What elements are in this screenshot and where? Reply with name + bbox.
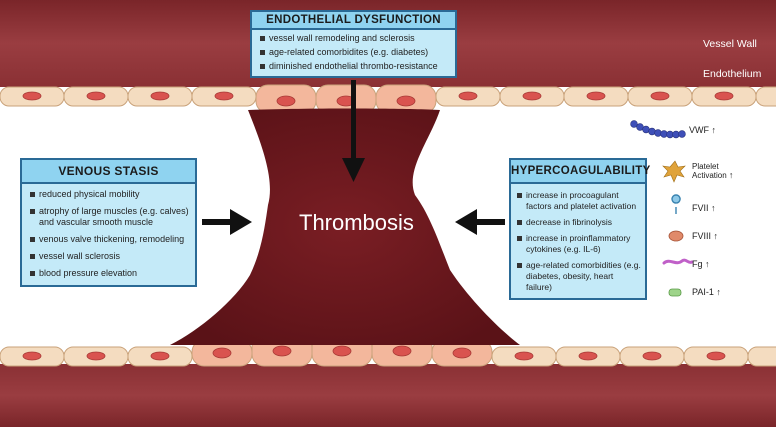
hypercoagulability-item: age-related comorbidities (e.g. diabetes… [517,260,641,293]
arrow-right [202,209,252,235]
fibrinogen-icon [662,258,694,265]
endothelium-label: Endothelium [703,68,762,80]
endothelium-top [0,84,776,114]
venous-stasis-title: VENOUS STASIS [22,160,195,184]
hypercoagulability-list: increase in procoagulant factors and pla… [511,184,645,297]
vwf-chain-icon [630,120,686,139]
venous-stasis-list: reduced physical mobility atrophy of lar… [22,184,195,289]
factor-fg: Fg ↑ [692,259,710,269]
platelet-icon [662,160,686,183]
thrombosis-label: Thrombosis [299,210,414,235]
venous-stasis-box: VENOUS STASIS reduced physical mobility … [20,158,197,287]
venous-stasis-item: blood pressure elevation [30,268,189,279]
venous-stasis-item: venous valve thickening, remodeling [30,234,189,245]
factor-vwf: VWF ↑ [689,125,717,135]
endothelial-dysfunction-box: ENDOTHELIAL DYSFUNCTION vessel wall remo… [250,10,457,78]
factor-fvii: FVII ↑ [692,203,716,213]
endothelial-dysfunction-title: ENDOTHELIAL DYSFUNCTION [252,12,455,30]
arrow-down [342,80,365,182]
endothelial-dysfunction-list: vessel wall remodeling and sclerosis age… [252,30,455,76]
vessel-wall-label: Vessel Wall [703,38,757,50]
hypercoagulability-title: HYPERCOAGULABILITY [511,160,650,184]
factor-platelet-activation: Platelet Activation ↑ [692,162,734,180]
thrombus [170,108,520,345]
factor-fviii: FVIII ↑ [692,231,719,241]
venous-stasis-item: reduced physical mobility [30,189,189,200]
arrow-left [455,209,505,235]
endothelial-item: diminished endothelial thrombo-resistanc… [260,61,449,72]
factor-pai1: PAI-1 ↑ [692,287,721,297]
hypercoagulability-item: decrease in fibrinolysis [517,217,641,228]
fviii-icon [668,230,684,242]
hypercoagulability-box: HYPERCOAGULABILITY increase in procoagul… [509,158,650,300]
hypercoagulability-item: increase in procoagulant factors and pla… [517,190,641,212]
pai1-icon [668,288,682,297]
hypercoagulability-item: increase in proinflammatory cytokines (e… [517,233,641,255]
endothelial-item: age-related comorbidites (e.g. diabetes) [260,47,449,58]
endothelial-item: vessel wall remodeling and sclerosis [260,33,449,44]
venous-stasis-item: vessel wall sclerosis [30,251,189,262]
vessel-wall-bottom [0,364,776,427]
venous-stasis-item: atrophy of large muscles (e.g. calves) a… [30,206,189,228]
fvii-icon [671,194,681,214]
